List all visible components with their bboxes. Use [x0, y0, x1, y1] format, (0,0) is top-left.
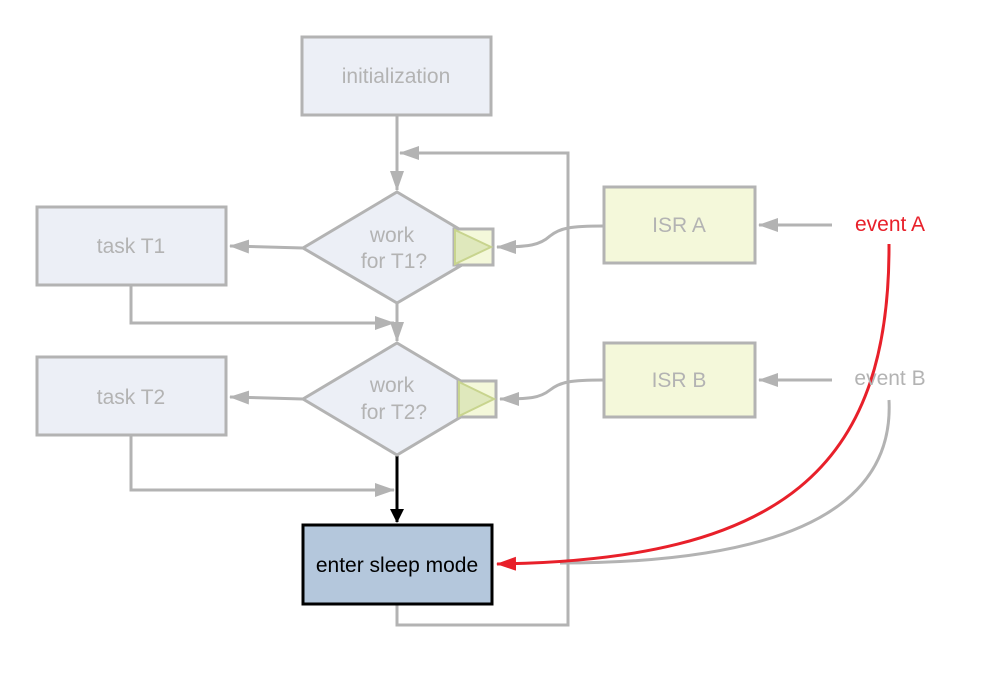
initialization-label: initialization	[342, 65, 451, 88]
edge-isr-b-to-work-t2	[499, 378, 605, 406]
node-isr-b: ISR B	[602, 341, 757, 419]
node-task-t1: task T1	[35, 205, 228, 287]
edge-task-t1-return	[129, 286, 395, 330]
work-t2-label-line1: work	[369, 374, 415, 397]
isr-a-label: ISR A	[652, 214, 706, 237]
node-enter-sleep-mode: enter sleep mode	[301, 523, 494, 606]
edge-work-t1-to-task-t1	[229, 239, 304, 254]
play-triangle-icon	[454, 228, 494, 266]
work-t1-label-line1: work	[369, 224, 415, 247]
work-t1-label-line2: for T1?	[361, 250, 427, 273]
edge-event-b-to-sleep	[559, 399, 891, 565]
sleep-label: enter sleep mode	[316, 554, 478, 577]
work-t2-label-line2: for T2?	[361, 401, 427, 424]
task-t2-label: task T2	[97, 386, 165, 409]
task-t1-label: task T1	[97, 235, 165, 258]
edge-sleep-loop-back	[395, 146, 570, 627]
isr-b-label: ISR B	[652, 369, 707, 392]
edge-isr-a-to-work-t1	[496, 224, 605, 254]
node-task-t2: task T2	[35, 355, 228, 437]
play-triangle-icon	[458, 380, 497, 418]
edges	[129, 116, 891, 627]
node-isr-a: ISR A	[602, 185, 757, 265]
event-a-label: event A	[855, 213, 925, 236]
edge-work-t2-to-task-t2	[229, 390, 304, 405]
isr-b-entry-marker	[456, 379, 498, 419]
isr-a-entry-marker	[452, 227, 495, 267]
node-initialization: initialization	[300, 35, 493, 117]
event-b-label: event B	[854, 367, 925, 390]
edge-task-t2-return	[129, 436, 395, 497]
edge-event-a-to-sleep	[496, 243, 891, 571]
